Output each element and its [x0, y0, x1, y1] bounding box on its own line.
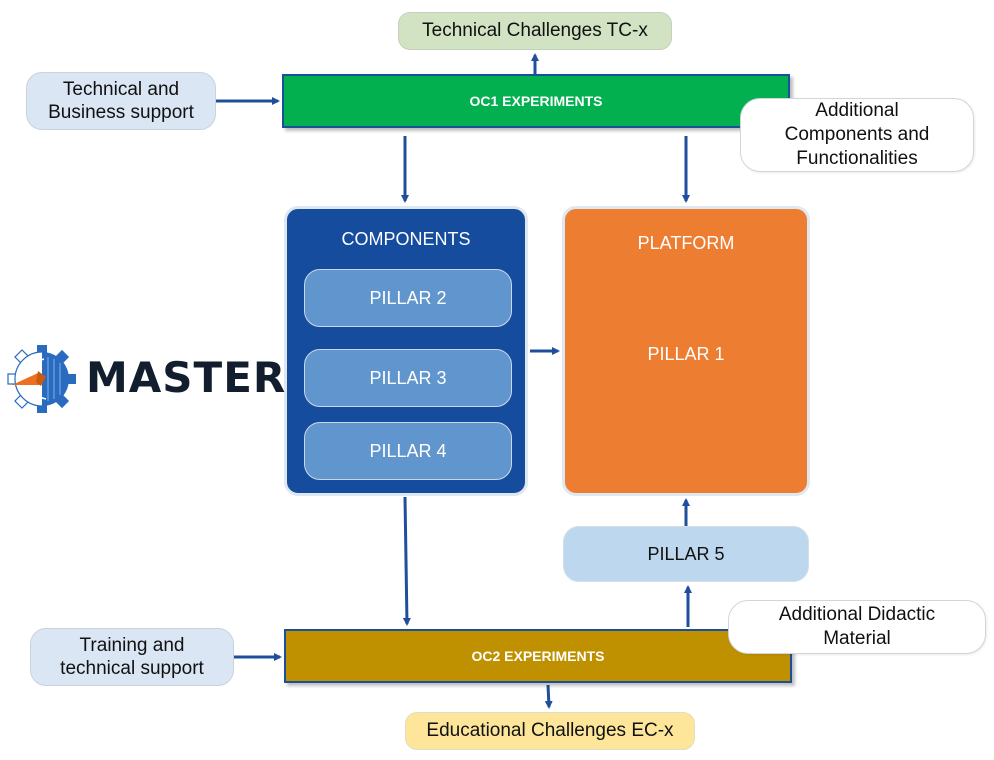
pillar-5-label: PILLAR 5: [647, 543, 725, 564]
tts-line-2: technical support: [60, 658, 204, 679]
pillar-2: PILLAR 2: [304, 269, 512, 327]
pillar-2-label: PILLAR 2: [369, 287, 447, 308]
adm-line-1: Additional Didactic: [778, 604, 936, 625]
arrow-components-to-oc2: [402, 496, 411, 626]
educational-challenges-label: Educational Challenges EC-x: [426, 720, 674, 741]
oc2-experiments-bar: OC2 EXPERIMENTS: [284, 629, 792, 683]
oc2-experiments-label: OC2 EXPERIMENTS: [471, 648, 605, 664]
training-technical-support-box: Training and technical support: [30, 628, 234, 686]
components-box: COMPONENTS PILLAR 2 PILLAR 3 PILLAR 4: [284, 206, 528, 496]
acf-line-3: Functionalities: [796, 148, 918, 169]
pillar-4: PILLAR 4: [304, 422, 512, 480]
educational-challenges-box: Educational Challenges EC-x: [405, 712, 695, 750]
oc1-experiments-label: OC1 EXPERIMENTS: [469, 93, 603, 109]
additional-components-box: Additional Components and Functionalitie…: [740, 98, 974, 172]
platform-box: PLATFORM PILLAR 1: [562, 206, 810, 496]
technical-challenges-box: Technical Challenges TC-x: [398, 12, 672, 50]
pillar-1-label: PILLAR 1: [647, 344, 725, 364]
additional-didactic-material-box: Additional Didactic Material: [728, 600, 986, 654]
pillar-4-label: PILLAR 4: [369, 440, 447, 461]
components-title: COMPONENTS: [341, 229, 471, 249]
pillar-3-label: PILLAR 3: [369, 367, 447, 388]
logo-wordmark: MASTER: [86, 353, 287, 402]
master-logo: MASTER: [6, 343, 285, 417]
pillar-5: PILLAR 5: [563, 526, 809, 582]
gear-with-head-icon: [7, 345, 76, 413]
pillar-3: PILLAR 3: [304, 349, 512, 407]
acf-line-1: Additional: [815, 100, 899, 121]
technical-challenges-label: Technical Challenges TC-x: [422, 20, 648, 41]
oc1-experiments-bar: OC1 EXPERIMENTS: [282, 74, 790, 128]
technical-business-support-box: Technical and Business support: [26, 72, 216, 130]
tts-line-1: Training and: [79, 635, 185, 656]
platform-title: PLATFORM: [637, 233, 735, 253]
acf-line-2: Components and: [784, 124, 930, 145]
arrow-oc2-to-ec: [544, 684, 553, 709]
tbs-line-2: Business support: [48, 102, 194, 123]
tbs-line-1: Technical and: [62, 79, 180, 100]
adm-line-2: Material: [823, 628, 891, 649]
